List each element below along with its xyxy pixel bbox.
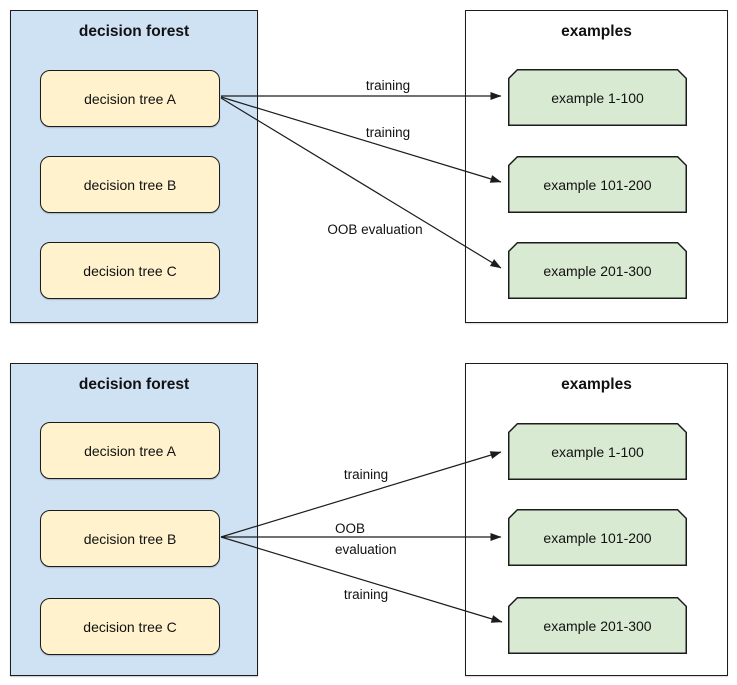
d1-arrow-label-oob-evaluation: OOB evaluation xyxy=(327,222,423,237)
d1-node-decision-tree-b-label: decision tree B xyxy=(83,176,177,193)
card-shape xyxy=(508,423,687,480)
card-shape xyxy=(508,597,687,654)
d1-examples-box: examples example 1-100 example 101-200 e… xyxy=(465,10,728,323)
d2-examples-title: examples xyxy=(561,376,632,393)
d1-node-decision-tree-a: decision tree A xyxy=(40,70,220,127)
d1-arrow-label-training-1: training xyxy=(365,78,411,93)
d1-node-example-1-100-label: example 1-100 xyxy=(551,89,644,106)
d2-node-example-101-200: example 101-200 xyxy=(508,509,687,566)
card-shape xyxy=(508,242,687,299)
d2-node-example-201-300: example 201-300 xyxy=(508,597,687,654)
d2-node-example-101-200-label: example 101-200 xyxy=(543,529,652,546)
d1-node-example-201-300-label: example 201-300 xyxy=(543,262,652,279)
d1-arrow-label-training-2: training xyxy=(365,125,411,140)
card-shape xyxy=(508,156,687,213)
d2-arrow-label-training-2: training xyxy=(343,587,389,602)
d2-arrow-label-training-1: training xyxy=(343,467,389,482)
d2-examples-box: examples example 1-100 example 101-200 e… xyxy=(465,363,728,676)
d2-node-example-1-100: example 1-100 xyxy=(508,423,687,480)
d2-forest-box: decision forest decision tree A decision… xyxy=(10,363,258,676)
d2-forest-title: decision forest xyxy=(78,376,190,393)
d1-node-decision-tree-b: decision tree B xyxy=(40,156,220,213)
d1-node-example-101-200-label: example 101-200 xyxy=(543,176,652,193)
d2-node-decision-tree-c: decision tree C xyxy=(40,598,220,655)
d2-arrow-label-oob-evaluation: OOB evaluation xyxy=(335,521,397,557)
card-shape xyxy=(508,69,687,126)
d1-node-decision-tree-c-label: decision tree C xyxy=(83,262,177,279)
d1-examples-title: examples xyxy=(561,23,632,40)
d1-node-decision-tree-a-label: decision tree A xyxy=(84,90,176,107)
d1-node-example-201-300: example 201-300 xyxy=(508,242,687,299)
d2-node-example-201-300-label: example 201-300 xyxy=(543,617,652,634)
d2-node-decision-tree-b: decision tree B xyxy=(40,510,220,567)
d1-node-example-1-100: example 1-100 xyxy=(508,69,687,126)
d2-node-decision-tree-c-label: decision tree C xyxy=(83,618,177,635)
card-shape xyxy=(508,509,687,566)
d1-node-example-101-200: example 101-200 xyxy=(508,156,687,213)
d2-node-decision-tree-a-label: decision tree A xyxy=(84,442,176,459)
d2-node-decision-tree-a: decision tree A xyxy=(40,422,220,479)
d2-node-decision-tree-b-label: decision tree B xyxy=(83,530,177,547)
d1-forest-box: decision forest decision tree A decision… xyxy=(10,10,258,323)
d1-node-decision-tree-c: decision tree C xyxy=(40,242,220,299)
d1-forest-title: decision forest xyxy=(78,23,190,40)
d2-node-example-1-100-label: example 1-100 xyxy=(551,443,644,460)
